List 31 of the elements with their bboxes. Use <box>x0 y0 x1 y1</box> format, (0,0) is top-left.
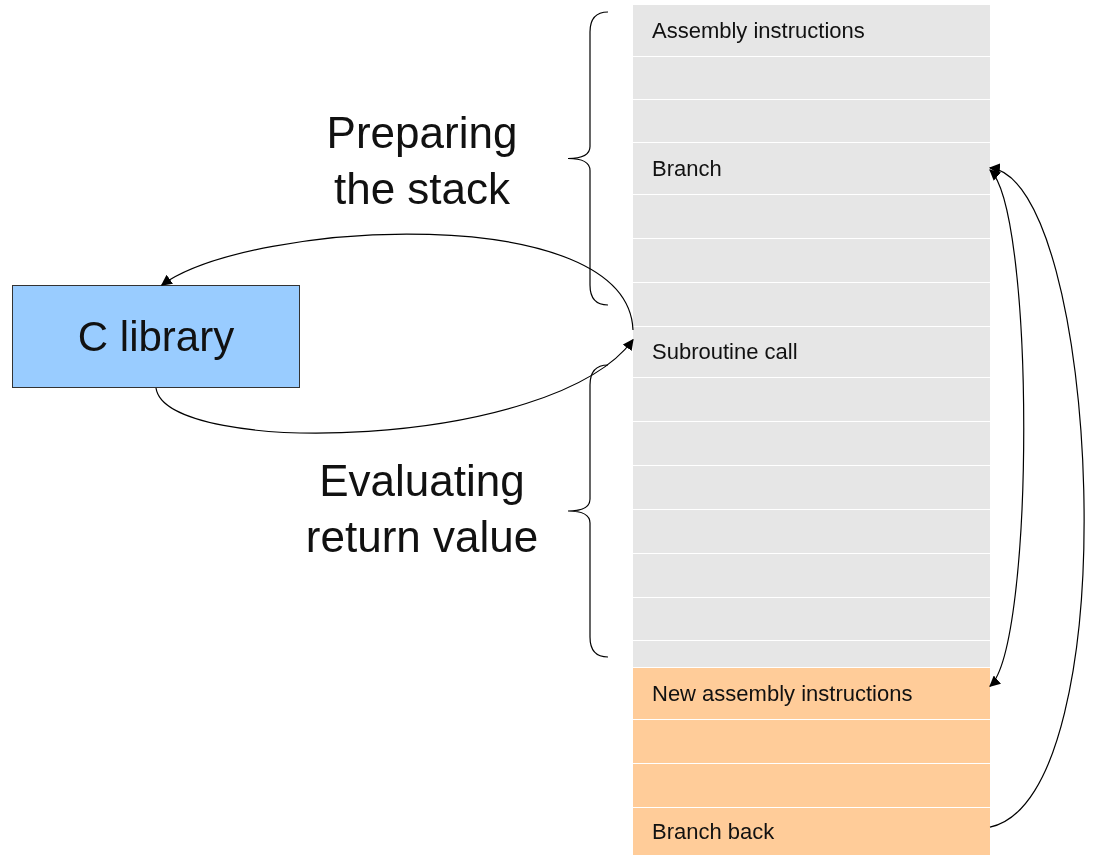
memory-row <box>633 100 990 143</box>
curved-arrow <box>160 233 634 331</box>
memory-row <box>633 808 990 856</box>
memory-row <box>633 422 990 466</box>
memory-row <box>633 598 990 641</box>
row-label: Branch back <box>652 818 775 845</box>
memory-row <box>633 143 990 195</box>
row-label: Subroutine call <box>652 339 798 365</box>
row-label: Branch <box>652 155 722 182</box>
memory-row <box>633 327 990 378</box>
memory-row <box>633 57 990 100</box>
curved-arrow <box>989 169 1025 688</box>
memory-row <box>633 554 990 598</box>
memory-row <box>633 641 990 668</box>
memory-row <box>633 720 990 764</box>
box-label: C library <box>77 312 235 361</box>
curved-arrow <box>155 339 634 434</box>
memory-row <box>633 5 990 57</box>
section-label: Preparing the stack <box>325 107 519 215</box>
memory-row <box>633 239 990 283</box>
memory-row <box>633 764 990 808</box>
memory-row <box>633 668 990 720</box>
row-label: New assembly instructions <box>652 680 913 707</box>
memory-row <box>633 510 990 554</box>
row-label: Assembly instructions <box>652 17 865 44</box>
section-label: Evaluating return value <box>304 455 540 563</box>
memory-row <box>633 378 990 422</box>
memory-row <box>633 466 990 510</box>
process-box <box>12 285 300 388</box>
memory-row <box>633 283 990 327</box>
memory-row <box>633 195 990 239</box>
